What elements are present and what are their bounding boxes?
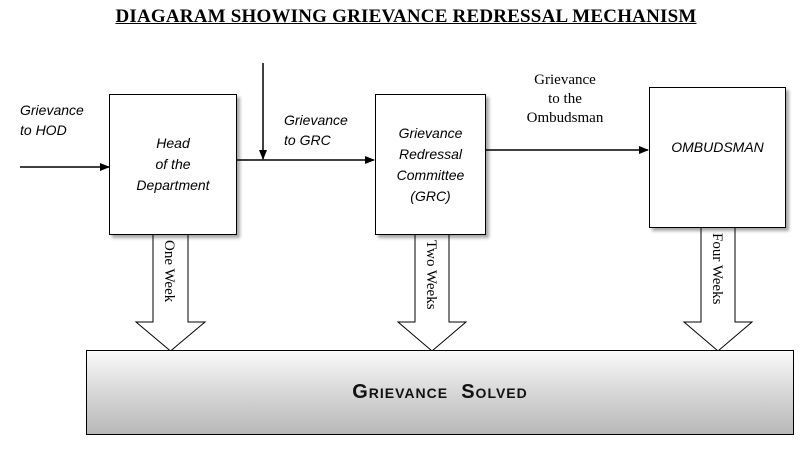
- block-arrow-ombudsman: [682, 226, 754, 352]
- block-arrow-grc: [396, 233, 468, 352]
- diagram-title: DIAGARAM SHOWING GRIEVANCE REDRESSAL MEC…: [115, 6, 697, 27]
- edge-label-line: Grievance: [20, 102, 84, 118]
- edge-label-to-hod: Grievance to HOD: [20, 100, 84, 140]
- outcome-grievance-solved: Grievance Solved: [86, 350, 794, 435]
- edge-label-line: Grievance: [534, 72, 596, 88]
- timeline-label-ombudsman: Four Weeks: [709, 233, 725, 305]
- node-label-line: of the: [155, 156, 191, 172]
- node-label-line: Redressal: [398, 145, 463, 162]
- timeline-label-hod: One Week: [161, 240, 177, 303]
- edge-label-to-grc: Grievance to GRC: [284, 110, 348, 150]
- node-label-line: OMBUDSMAN: [671, 139, 764, 155]
- edge-label-line: Ombudsman: [526, 110, 604, 126]
- edge-label-line: to HOD: [20, 122, 67, 138]
- edge-label-line: to the: [548, 91, 582, 107]
- block-arrow-hod: [134, 233, 207, 352]
- edge-label-line: to GRC: [284, 132, 331, 148]
- node-label-line: Department: [136, 177, 210, 193]
- node-label-line: Grievance: [398, 124, 463, 141]
- node-label-line: Head: [156, 135, 190, 151]
- timeline-label-grc: Two Weeks: [423, 240, 439, 310]
- edge-label-to-ombudsman: Grievance to the Ombudsman: [505, 71, 625, 128]
- node-grievance-redressal-committee: Grievance Redressal Committee (GRC): [375, 94, 486, 235]
- node-ombudsman: OMBUDSMAN: [649, 87, 786, 228]
- node-label-line: (GRC): [410, 187, 451, 204]
- edge-label-line: Grievance: [284, 112, 348, 128]
- node-label-line: Committee: [396, 166, 465, 183]
- node-head-of-department: Head of the Department: [109, 94, 237, 235]
